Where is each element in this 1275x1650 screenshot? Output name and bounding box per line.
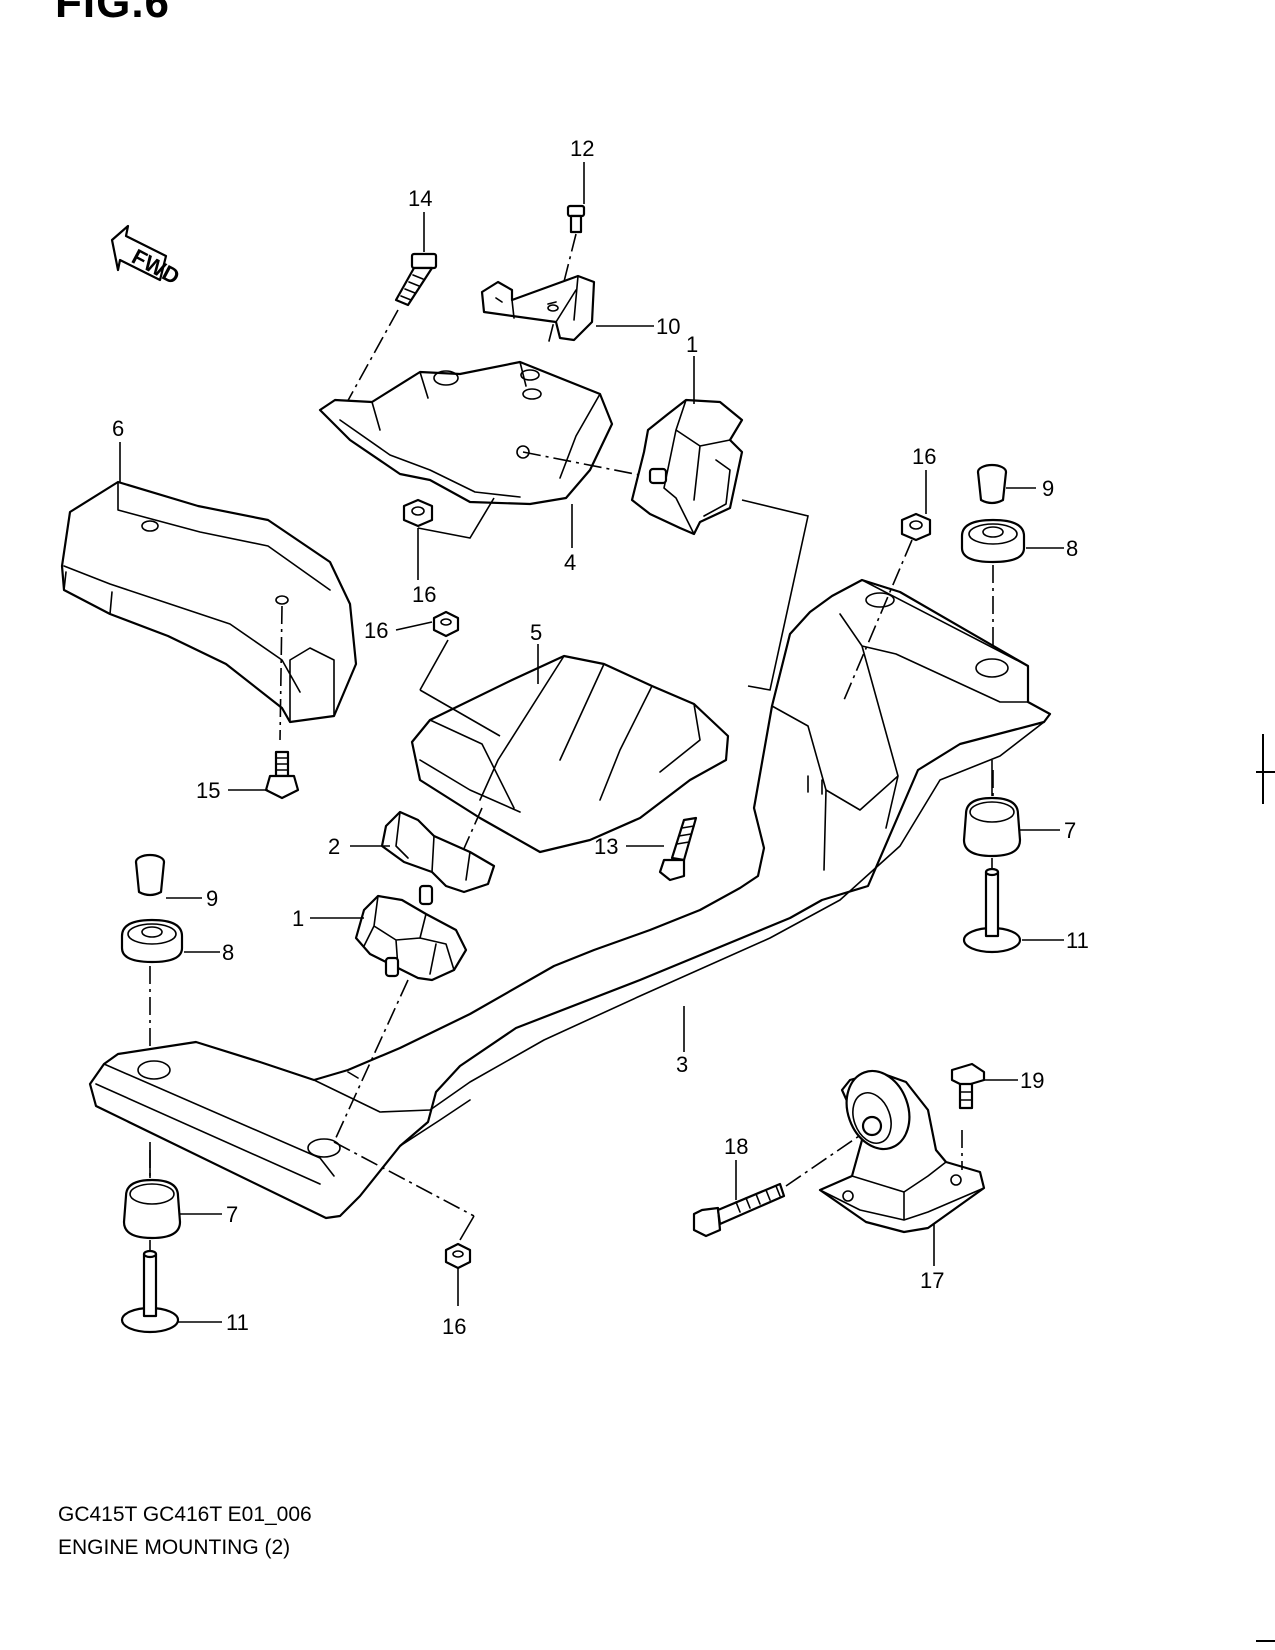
assembly-connection-lines bbox=[149, 497, 994, 1241]
callout-16-right: 16 bbox=[912, 444, 936, 469]
part-18-long-bolt bbox=[692, 1133, 863, 1238]
part-8-bushing-left bbox=[120, 918, 184, 1050]
callout-13: 13 bbox=[594, 834, 618, 859]
figure-title: FIG.6 bbox=[55, 0, 171, 27]
part-12-bolt bbox=[547, 204, 586, 346]
part-1-upper-mount bbox=[630, 398, 744, 536]
part-16-nut-a bbox=[402, 498, 434, 528]
callout-18: 18 bbox=[724, 1134, 748, 1159]
part-16-nut-d bbox=[444, 1242, 472, 1270]
part-11-bolt-left bbox=[120, 1240, 180, 1334]
crop-mark-bottom-right bbox=[1256, 1640, 1275, 1642]
fwd-direction-arrow: FWD bbox=[110, 224, 184, 289]
part-4-upper-bracket bbox=[318, 360, 651, 506]
part-16-nut-c bbox=[432, 610, 460, 638]
part-8-bushing-right bbox=[960, 518, 1026, 660]
callout-8-left: 8 bbox=[222, 940, 234, 965]
callout-15: 15 bbox=[196, 778, 220, 803]
callout-5: 5 bbox=[530, 620, 542, 645]
callout-labels: 12 14 10 1 6 4 16 16 16 9 8 5 16 15 2 13… bbox=[112, 136, 1089, 1339]
callout-7-right: 7 bbox=[1064, 818, 1076, 843]
part-7-rubber-right bbox=[962, 760, 1022, 858]
part-16-nut-b bbox=[900, 512, 932, 542]
callout-1-upper: 1 bbox=[686, 332, 698, 357]
diagram-name-caption: ENGINE MOUNTING (2) bbox=[58, 1536, 291, 1559]
part-2-lower-bracket bbox=[380, 810, 496, 894]
callout-6: 6 bbox=[112, 416, 124, 441]
callout-3: 3 bbox=[676, 1052, 688, 1077]
callout-16-bottom: 16 bbox=[442, 1314, 466, 1339]
callout-14: 14 bbox=[408, 186, 432, 211]
callout-11-right: 11 bbox=[1066, 928, 1089, 953]
part-15-stud-bolt bbox=[264, 750, 300, 800]
callout-7-left: 7 bbox=[226, 1202, 238, 1227]
part-14-bolt bbox=[339, 252, 438, 416]
callout-1-lower: 1 bbox=[292, 906, 304, 931]
part-7-rubber-left bbox=[122, 1142, 182, 1240]
diagram-code-caption: GC415T GC416T E01_006 bbox=[58, 1503, 312, 1526]
part-13-bolt bbox=[658, 816, 698, 882]
part-3-crossmember bbox=[88, 578, 1052, 1220]
callout-16-left: 16 bbox=[412, 582, 436, 607]
part-9-collar-left bbox=[134, 853, 166, 897]
callout-12: 12 bbox=[570, 136, 594, 161]
callout-8-right: 8 bbox=[1066, 536, 1078, 561]
callout-leaders bbox=[119, 162, 1064, 1323]
part-6-cover bbox=[60, 480, 358, 741]
callout-10: 10 bbox=[656, 314, 680, 339]
part-19-bolt bbox=[950, 1062, 986, 1110]
callout-9-right: 9 bbox=[1042, 476, 1054, 501]
callout-9-left: 9 bbox=[206, 886, 218, 911]
crop-mark-right bbox=[1262, 734, 1264, 804]
part-17-engine-mount bbox=[818, 1069, 986, 1234]
part-10-bracket bbox=[480, 274, 596, 342]
part-11-bolt-right bbox=[962, 858, 1022, 954]
callout-2: 2 bbox=[328, 834, 340, 859]
callout-17: 17 bbox=[920, 1268, 944, 1293]
part-1-lower-mount bbox=[354, 884, 468, 982]
callout-19: 19 bbox=[1020, 1068, 1044, 1093]
crop-mark-right-tick bbox=[1256, 771, 1275, 773]
callout-16-mid: 16 bbox=[364, 618, 388, 643]
callout-4: 4 bbox=[564, 550, 576, 575]
callout-11-left: 11 bbox=[226, 1310, 249, 1335]
part-9-collar-right bbox=[976, 463, 1008, 505]
